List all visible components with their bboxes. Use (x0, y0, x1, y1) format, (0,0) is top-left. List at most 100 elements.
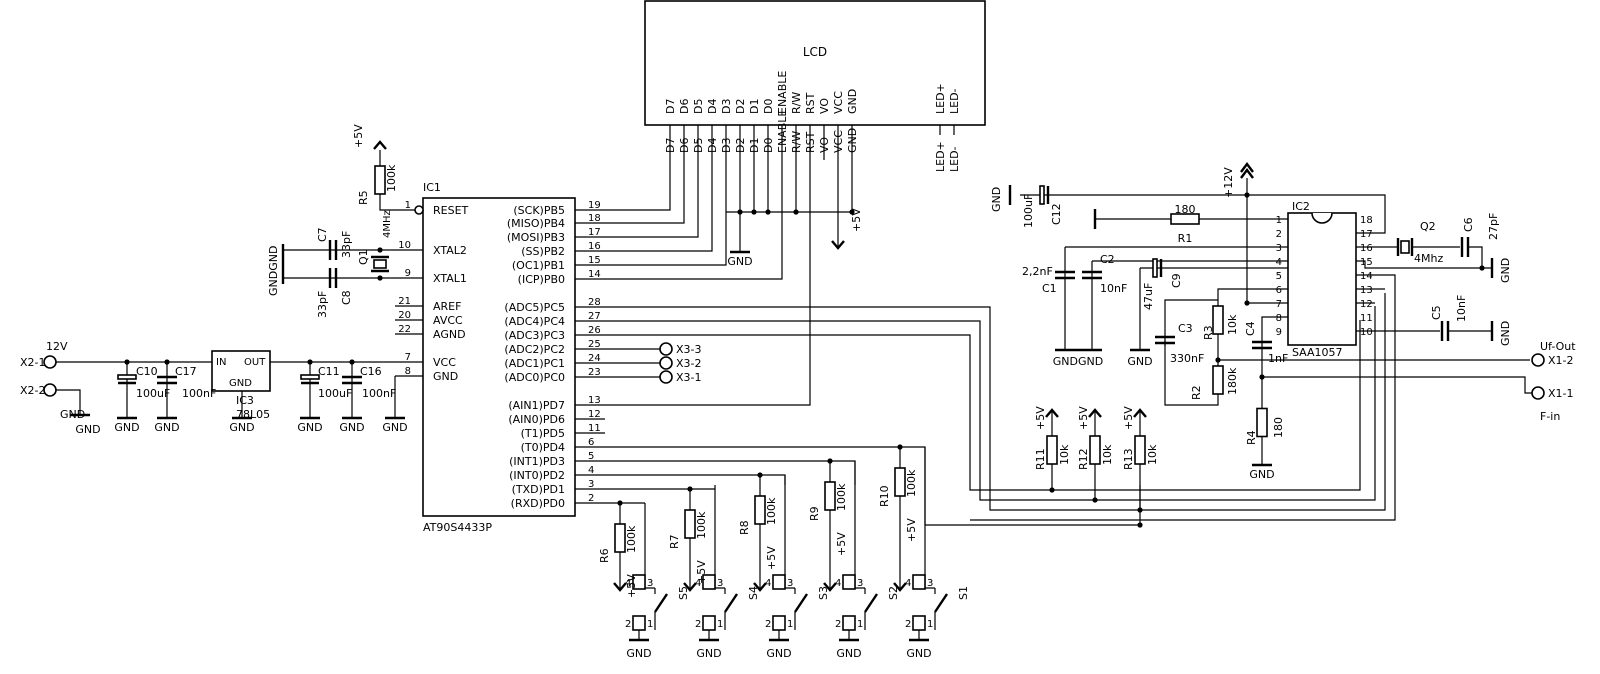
x2-1-label: X2-1 (20, 356, 46, 369)
c10-capacitor (117, 374, 137, 380)
pullup-val: 10k (1146, 444, 1159, 465)
gnd-label: GND (836, 647, 861, 660)
x3-terminal (659, 370, 673, 384)
switch-pin-num: 3 (647, 578, 653, 589)
x1-1-terminal (1531, 386, 1545, 400)
ic2-pin-num: 14 (1360, 271, 1373, 282)
rst-to-pd7-wire (605, 212, 811, 406)
r5-ref: R5 (357, 190, 370, 205)
switch-pin-num: 1 (647, 619, 653, 630)
ic1-pin-num: 3 (588, 479, 594, 490)
q2-val: 4Mhz (1414, 252, 1443, 265)
r5-resistor (374, 165, 386, 195)
switch-lever (654, 593, 668, 613)
switch-pin-box (842, 615, 856, 631)
x3-terminal (659, 356, 673, 370)
lcd-led-label: LED+ (934, 83, 947, 114)
gnd-label: GND (75, 423, 100, 436)
supply-arrow (893, 582, 907, 592)
c11-ref: C11 (318, 365, 340, 378)
ic2-ref: IC2 (1292, 200, 1310, 213)
r2-ref: R2 (1190, 385, 1203, 400)
c12-val: 100uF (1022, 194, 1035, 228)
gnd-label: GND (382, 421, 407, 434)
ic1-pin-name: AREF (433, 300, 461, 313)
supply-arrow (823, 582, 837, 592)
pullup-val: 10k (1058, 444, 1071, 465)
lcd-pin-label: ENABLE (776, 71, 789, 114)
ic1-pin-name: (AIN1)PD7 (508, 399, 565, 412)
junction-dot (793, 209, 799, 215)
lcd-pin-label: D4 (706, 99, 719, 114)
r1-resistor (1170, 213, 1200, 225)
gnd-label: GND (339, 421, 364, 434)
lcd-pin-label: D0 (762, 138, 775, 153)
plus5v-label: +5V (835, 532, 848, 556)
switch-pin-box (772, 615, 786, 631)
ic2-part: SAA1057 (1292, 346, 1343, 359)
plus5v-label: +5V (695, 560, 708, 584)
c2-ref: C2 (1100, 253, 1115, 266)
ic2-pin-num: 4 (1276, 257, 1282, 268)
wire (605, 460, 856, 485)
r10-resistor (894, 467, 906, 497)
pullup-val: 100k (835, 483, 848, 511)
ic1-pin-num: 2 (588, 493, 594, 504)
lcd-pin-label: R/W (790, 92, 803, 114)
ic1-pin-name: AGND (433, 328, 466, 341)
ic1-pin-name: (ADC3)PC3 (504, 329, 565, 342)
switch-lever (724, 593, 738, 613)
x2-1-terminal (43, 355, 57, 369)
r7-resistor (684, 509, 696, 539)
r3-val: 10k (1226, 314, 1239, 335)
switch-pin-num: 4 (695, 578, 701, 589)
pullup-ref: R6 (598, 548, 611, 563)
gnd-label: GND (297, 421, 322, 434)
ic1-pin-name: (INT0)PD2 (509, 469, 565, 482)
c9-ref: C9 (1170, 273, 1183, 288)
pullup-val: 10k (1101, 444, 1114, 465)
q1-val: 4MHz (382, 210, 393, 238)
switch-pin-num: 3 (787, 578, 793, 589)
ic1-body (422, 197, 576, 517)
junction-dot (377, 275, 383, 281)
lcd-pin-label: GND (846, 89, 859, 114)
r2-resistor (1212, 365, 1224, 395)
pullup-ref: R9 (808, 506, 821, 521)
lcd-pin-label: R/W (790, 131, 803, 153)
x1-2-terminal (1531, 353, 1545, 367)
plus12v-label: +12V (1222, 167, 1235, 198)
supply-arrow (831, 240, 845, 250)
gnd-label: GND (906, 647, 931, 660)
pc4-wire (605, 306, 1376, 501)
c4-ref: C4 (1244, 321, 1257, 336)
ic1-pin-name: (MISO)PB4 (507, 217, 565, 230)
supply-arrow (373, 140, 387, 150)
switch-pin-num: 2 (625, 619, 631, 630)
ic3-ref: IC3 (236, 394, 254, 407)
switch-pin-box (632, 615, 646, 631)
lcd-pin-label: D6 (678, 99, 691, 114)
wire (1356, 260, 1492, 269)
c4-val: 1nF (1268, 352, 1288, 365)
switch-lever (934, 593, 948, 613)
ic1-pin-name: (MOSI)PB3 (507, 231, 565, 244)
lcd-pin-label: D7 (664, 138, 677, 153)
c10-ref: C10 (136, 365, 158, 378)
gnd-label: GND (990, 187, 1003, 212)
switch-pin-num: 1 (787, 619, 793, 630)
lcd-pin-label: D7 (664, 99, 677, 114)
pb-to-lcd-wire (605, 125, 671, 211)
wire (970, 274, 1396, 521)
gnd-label: GND (60, 408, 85, 421)
x3-label: X3-1 (676, 371, 702, 384)
ic1-pin-name: (ADC2)PC2 (504, 343, 565, 356)
ic2-body (1287, 212, 1357, 346)
pb-to-lcd-wire (605, 125, 713, 252)
r4-ref: R4 (1245, 430, 1258, 445)
switch-wire (854, 461, 865, 589)
q1-ref: Q1 (357, 249, 370, 265)
switch-ref: S2 (887, 586, 900, 600)
wire (56, 389, 81, 415)
switch-pin-num: 2 (695, 619, 701, 630)
